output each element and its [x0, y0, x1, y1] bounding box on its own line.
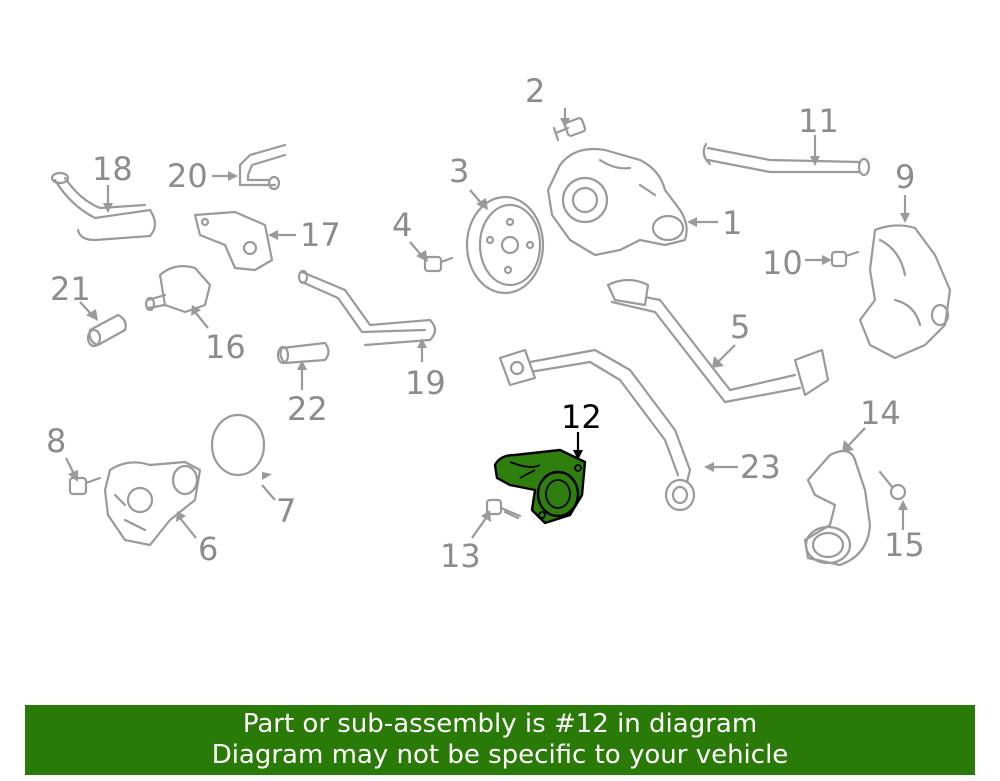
banner-line-2: Diagram may not be specific to your vehi… — [211, 740, 789, 770]
callout-1: 1 — [722, 204, 742, 242]
callout-13: 13 — [440, 537, 481, 575]
part-9-thermostat-housing — [858, 224, 952, 360]
part-6-thermostat — [103, 460, 202, 547]
callout-16: 16 — [205, 328, 246, 366]
part-13-bolt — [485, 498, 522, 520]
part-23-pipe — [498, 348, 696, 512]
part-22-sleeve — [276, 341, 330, 365]
callout-3: 3 — [449, 152, 469, 190]
leader-lines — [65, 108, 910, 539]
banner-line-1: Part or sub-assembly is #12 in diagram — [242, 709, 758, 739]
part-10-bolt — [830, 250, 860, 268]
callout-12: 12 — [561, 398, 602, 436]
callout-22: 22 — [287, 390, 328, 428]
part-14-elbow — [803, 449, 872, 567]
callout-11: 11 — [798, 102, 839, 140]
callout-15: 15 — [884, 526, 925, 564]
callout-21: 21 — [50, 270, 91, 308]
callout-9: 9 — [895, 158, 915, 196]
part-8-bolt — [68, 476, 102, 496]
part-2-bolt — [552, 117, 587, 142]
part-16-aux-pump — [144, 265, 212, 314]
parts-diagram: 2 1 3 4 11 9 10 18 20 17 16 21 22 19 5 2… — [46, 72, 952, 575]
callout-4: 4 — [392, 206, 412, 244]
callout-17: 17 — [300, 216, 341, 254]
part-17-bracket — [193, 210, 274, 272]
part-20-hose — [238, 143, 287, 191]
part-18-hose — [50, 171, 157, 242]
callout-18: 18 — [92, 150, 133, 188]
callout-7: 7 — [276, 492, 296, 530]
part-21-sleeve — [86, 313, 127, 348]
info-banner: Part or sub-assembly is #12 in diagram D… — [25, 705, 975, 775]
callout-labels: 2 1 3 4 11 9 10 18 20 17 16 21 22 19 5 2… — [46, 72, 925, 575]
part-3-pulley — [465, 195, 545, 295]
callout-19: 19 — [405, 364, 446, 402]
part-11-pipe — [702, 142, 871, 177]
part-12-coolant-outlet-highlighted[interactable] — [493, 448, 587, 525]
part-4-bolt — [423, 255, 454, 273]
part-19-pipe — [297, 269, 437, 347]
callout-6: 6 — [198, 530, 218, 568]
callout-20: 20 — [167, 157, 208, 195]
callout-5: 5 — [730, 308, 750, 346]
part-7-o-ring — [210, 413, 266, 477]
callout-14: 14 — [860, 394, 901, 432]
part-1-water-pump — [546, 147, 688, 257]
callout-8: 8 — [46, 422, 66, 460]
part-5-pipe — [606, 278, 830, 404]
callout-23: 23 — [740, 448, 781, 486]
part-15-bolt — [878, 470, 907, 501]
callout-10: 10 — [762, 244, 803, 282]
callout-2: 2 — [525, 72, 545, 110]
